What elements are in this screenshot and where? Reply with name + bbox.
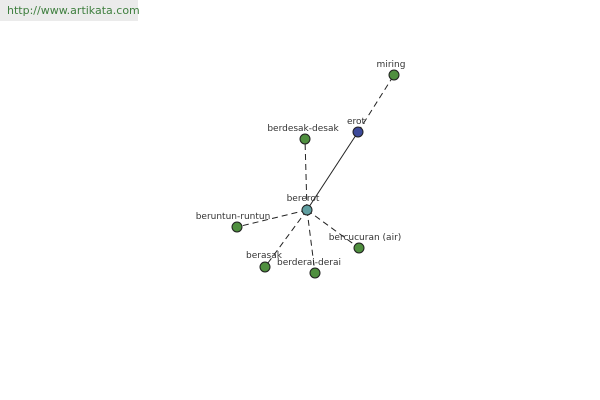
edges-layer — [236, 74, 395, 274]
node-berasak[interactable] — [259, 261, 271, 273]
node-erot[interactable] — [352, 126, 364, 138]
edge-bererot-beruntun-runtun — [236, 209, 308, 228]
node-label-berdesak-desak[interactable]: berdesak-desak — [267, 124, 339, 134]
edge-bererot-bercucuran — [306, 209, 360, 249]
node-label-miring[interactable]: miring — [377, 60, 406, 70]
node-miring[interactable] — [388, 69, 400, 81]
edge-bererot-berdesak-desak — [304, 138, 308, 211]
node-bererot[interactable] — [301, 204, 313, 216]
edge-erot-miring — [357, 74, 395, 133]
edge-bererot-berderai-derai — [306, 209, 316, 274]
node-label-berasak[interactable]: berasak — [246, 251, 283, 261]
node-bercucuran[interactable] — [353, 242, 365, 254]
nodes-layer — [231, 69, 400, 279]
labels-layer: bererot erot miring berdesak-desak beruntun-… — [196, 60, 406, 268]
node-berderai-derai[interactable] — [309, 267, 321, 279]
node-berdesak-desak[interactable] — [299, 133, 311, 145]
edge-bererot-erot — [306, 131, 359, 211]
node-label-bererot[interactable]: bererot — [287, 194, 320, 204]
node-label-berderai-derai[interactable]: berderai-derai — [277, 258, 341, 268]
source-url-banner[interactable]: http://www.artikata.com — [0, 0, 140, 21]
node-beruntun-runtun[interactable] — [231, 221, 243, 233]
node-label-bercucuran[interactable]: bercucuran (air) — [329, 233, 402, 243]
node-label-beruntun-runtun[interactable]: beruntun-runtun — [196, 212, 271, 222]
edge-bererot-berasak — [264, 209, 308, 268]
node-label-erot[interactable]: erot — [347, 117, 366, 127]
